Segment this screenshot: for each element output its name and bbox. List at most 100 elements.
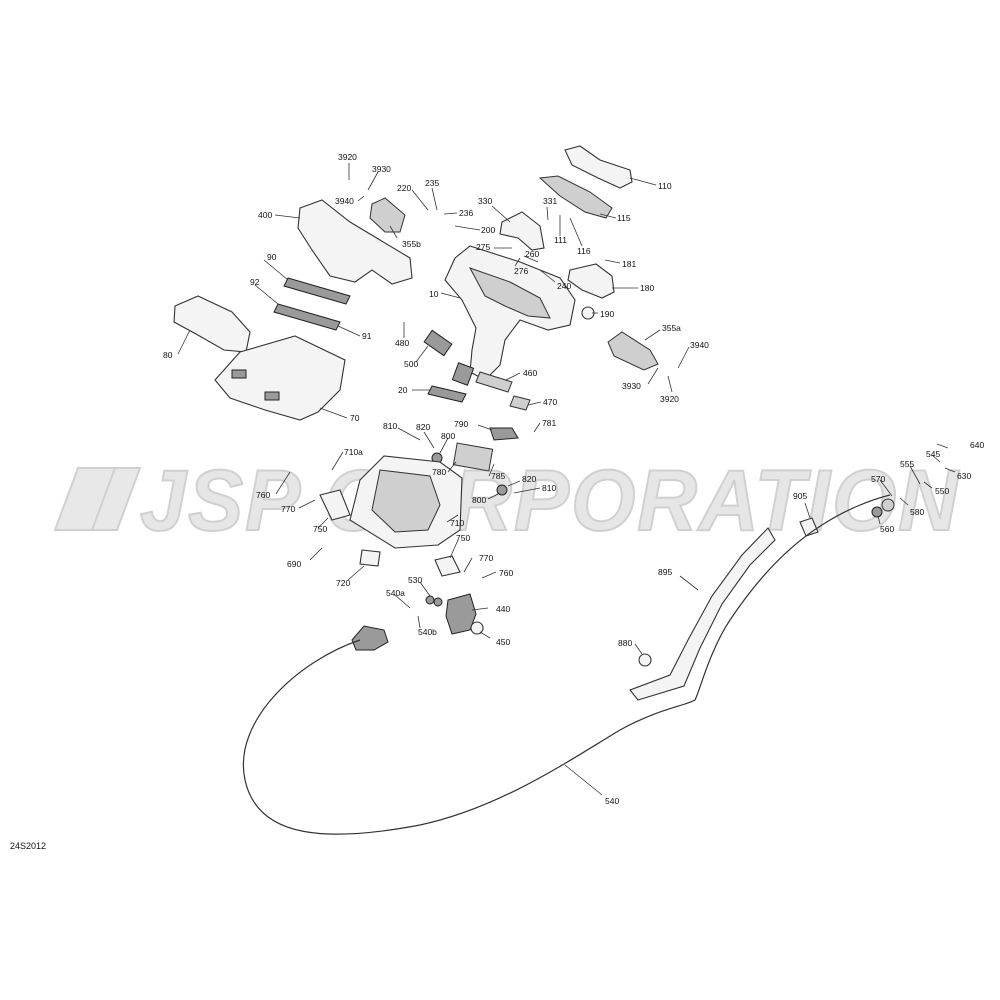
callout-111: 111	[554, 235, 567, 245]
part-450	[470, 621, 484, 635]
part-110	[564, 145, 633, 189]
part-355a	[607, 331, 659, 371]
callout-3930: 3930	[372, 164, 391, 174]
callout-710: 710	[450, 518, 464, 528]
callout-790: 790	[454, 419, 468, 429]
callout-560: 560	[880, 524, 894, 534]
callout-555: 555	[900, 459, 914, 469]
part-180	[567, 263, 615, 299]
callout-330: 330	[478, 196, 492, 206]
part-720	[359, 549, 381, 567]
part-470	[509, 395, 531, 411]
callout-780: 780	[432, 467, 446, 477]
part-750a	[319, 489, 351, 521]
callout-355a: 355a	[662, 323, 681, 333]
part-540-cable	[242, 494, 891, 835]
callout-440: 440	[496, 604, 510, 614]
part-750b	[434, 555, 461, 577]
part-400	[297, 199, 413, 285]
callout-500: 500	[404, 359, 418, 369]
callout-240: 240	[557, 281, 571, 291]
callout-710a: 710a	[344, 447, 363, 457]
callout-800: 800	[472, 495, 486, 505]
part-460	[475, 371, 513, 393]
callout-810: 810	[383, 421, 397, 431]
callout-460: 460	[523, 368, 537, 378]
part-780	[452, 442, 494, 472]
part-10	[444, 245, 576, 381]
part-80	[173, 295, 251, 353]
callout-770: 770	[281, 504, 295, 514]
part-440	[445, 593, 477, 635]
callout-550: 550	[935, 486, 949, 496]
watermark-text: JSP CORPORATION	[140, 453, 960, 549]
callout-110: 110	[658, 181, 672, 191]
callout-750: 750	[456, 533, 470, 543]
callout-820: 820	[522, 474, 536, 484]
callout-820: 820	[416, 422, 430, 432]
callout-236: 236	[459, 208, 473, 218]
callout-3920: 3920	[338, 152, 357, 162]
callout-260: 260	[525, 249, 539, 259]
callout-540a: 540a	[386, 588, 405, 598]
callout-580: 580	[910, 507, 924, 517]
callout-3930: 3930	[622, 381, 641, 391]
callout-450: 450	[496, 637, 510, 647]
part-905	[799, 517, 819, 537]
part-540-fitting	[351, 625, 389, 651]
callout-800: 800	[441, 431, 455, 441]
callout-630: 630	[957, 471, 971, 481]
callout-180: 180	[640, 283, 654, 293]
part-330	[499, 211, 545, 251]
leader-lines	[177, 163, 956, 796]
callout-540b: 540b	[418, 627, 437, 637]
callout-20: 20	[398, 385, 408, 395]
callout-116: 116	[577, 246, 591, 256]
callout-720: 720	[336, 578, 350, 588]
callout-530: 530	[408, 575, 422, 585]
callout-545: 545	[926, 449, 940, 459]
callout-770: 770	[479, 553, 493, 563]
callout-810: 810	[542, 483, 556, 493]
callout-200: 200	[481, 225, 495, 235]
callout-760: 760	[499, 568, 513, 578]
callout-880: 880	[618, 638, 632, 648]
callout-labels: 3920 3930 3940 400 90 92 91 80 70 220 23…	[163, 152, 984, 806]
part-880	[638, 653, 652, 667]
part-355b	[369, 197, 406, 233]
callout-90: 90	[267, 252, 277, 262]
callout-91: 91	[362, 331, 372, 341]
callout-355b: 355b	[402, 239, 421, 249]
part-70	[214, 335, 346, 421]
part-500	[423, 329, 453, 357]
diagram-code: 24S2012	[10, 841, 46, 851]
callout-115: 115	[617, 213, 631, 223]
callout-10: 10	[429, 289, 439, 299]
callout-760: 760	[256, 490, 270, 500]
callout-92: 92	[250, 277, 260, 287]
callout-190: 190	[600, 309, 614, 319]
callout-331: 331	[543, 196, 557, 206]
parts-artwork	[173, 145, 895, 835]
callout-220: 220	[397, 183, 411, 193]
callout-80: 80	[163, 350, 173, 360]
callout-3920: 3920	[660, 394, 679, 404]
part-90	[283, 277, 351, 305]
callout-181: 181	[622, 259, 636, 269]
callout-276: 276	[514, 266, 528, 276]
callout-640: 640	[970, 440, 984, 450]
part-20	[427, 385, 467, 403]
part-895	[629, 527, 776, 701]
part-92	[273, 303, 341, 331]
watermark: JSP CORPORATION	[53, 452, 960, 550]
callout-235: 235	[425, 178, 439, 188]
callout-470: 470	[543, 397, 557, 407]
callout-905: 905	[793, 491, 807, 501]
callout-70: 70	[350, 413, 360, 423]
part-115	[538, 175, 613, 219]
callout-570: 570	[871, 474, 885, 484]
callout-785: 785	[491, 471, 505, 481]
callout-275: 275	[476, 242, 490, 252]
part-790	[489, 427, 519, 441]
